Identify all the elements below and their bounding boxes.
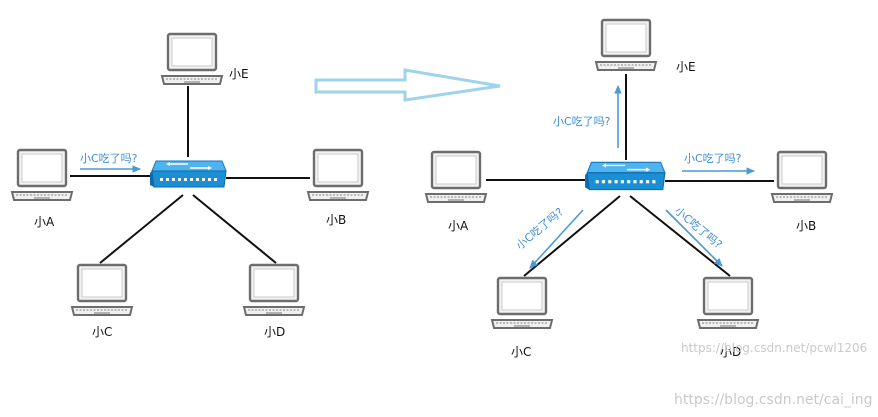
right-laptop-a — [424, 150, 488, 204]
left-link-c — [99, 194, 184, 264]
right-label-d: 小D — [720, 345, 741, 359]
right-message-to-d: 小C吃了吗? — [672, 204, 725, 251]
right-link-c — [523, 195, 621, 277]
left-laptop-a — [10, 148, 74, 202]
left-label-b: 小B — [326, 213, 346, 227]
right-laptop-b — [770, 150, 834, 204]
left-laptop-e — [160, 32, 224, 86]
left-message-label: 小C吃了吗? — [80, 152, 138, 165]
left-label-c: 小C — [92, 325, 112, 339]
right-label-b: 小B — [796, 219, 816, 233]
right-arrow-to-d — [665, 209, 723, 267]
left-laptop-c — [70, 263, 134, 317]
right-arrow-to-c — [529, 209, 584, 269]
left-switch-icon — [149, 160, 227, 188]
left-diagram: 小E 小A 小B 小C 小D 小C吃了吗? — [10, 32, 370, 339]
right-link-d — [629, 195, 731, 277]
right-label-c: 小C — [511, 345, 531, 359]
right-laptop-d — [696, 276, 760, 330]
left-laptop-b — [306, 148, 370, 202]
watermark-inner: https://blog.csdn.net/pcwl1206 — [681, 341, 867, 355]
right-laptop-e — [594, 18, 658, 72]
right-laptop-c — [490, 276, 554, 330]
left-label-a: 小A — [34, 215, 55, 229]
right-switch-icon — [584, 161, 666, 191]
left-label-d: 小D — [264, 325, 285, 339]
right-label-e: 小E — [676, 60, 696, 74]
right-diagram: 小E 小A 小B 小C 小D 小C吃了吗? 小C吃了吗? 小C吃了吗? 小C吃了… — [424, 18, 834, 359]
watermark-outer: https://blog.csdn.net/cai_ing — [674, 392, 873, 408]
right-message-to-c: 小C吃了吗? — [514, 205, 567, 252]
left-laptop-d — [242, 263, 306, 317]
transition-arrow-icon — [314, 68, 501, 102]
right-message-to-e: 小C吃了吗? — [553, 115, 611, 128]
right-message-to-b: 小C吃了吗? — [684, 152, 742, 165]
right-label-a: 小A — [448, 219, 469, 233]
left-label-e: 小E — [229, 67, 249, 81]
left-link-d — [192, 194, 277, 264]
